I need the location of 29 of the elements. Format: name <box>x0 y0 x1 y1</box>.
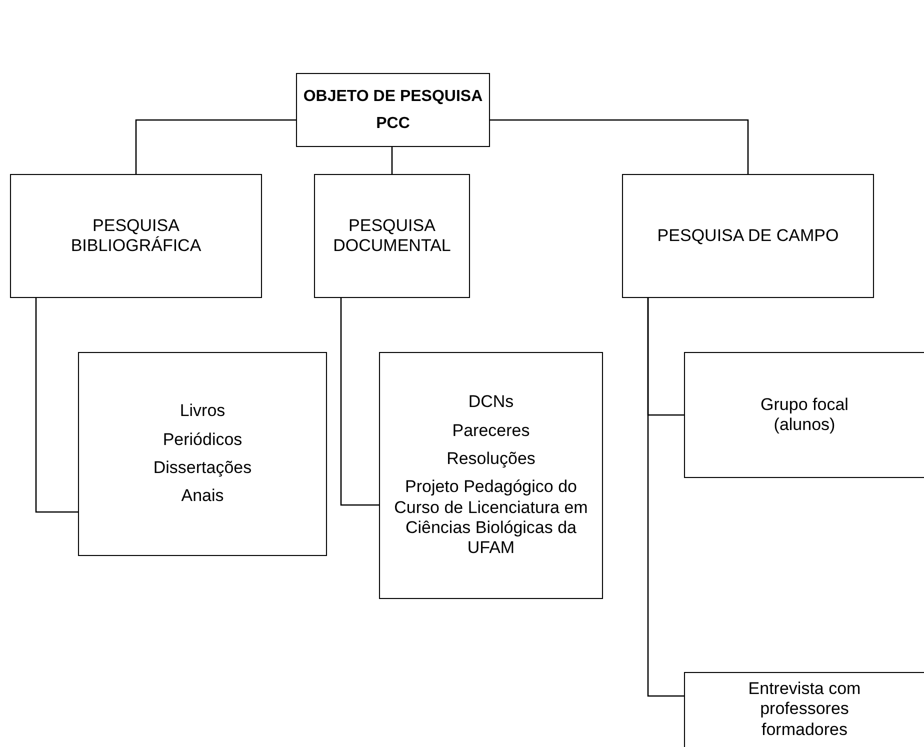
connector-line <box>647 298 684 697</box>
connector-line <box>490 119 749 174</box>
text-box <box>314 174 470 298</box>
text-box <box>78 352 327 556</box>
text-box <box>684 352 924 478</box>
node-text: OBJETO DE PESQUISA <box>303 86 483 106</box>
node-text: Anais <box>181 486 224 507</box>
node-text: PESQUISA DE CAMPO <box>657 226 839 246</box>
node-text: PCC <box>376 114 410 134</box>
connector-line <box>135 119 296 174</box>
node-text: Dissertações <box>153 458 252 478</box>
connector-line <box>340 298 379 506</box>
connector-line <box>391 147 393 174</box>
text-box <box>379 352 603 599</box>
node-text: DCNs <box>468 392 514 413</box>
node-text: Projeto Pedagógico do Curso de Licenciatura em Ciências Biológicas da UFAM <box>393 477 589 559</box>
node-text: Periódicos <box>162 430 242 450</box>
text-box <box>622 174 874 298</box>
connector-line <box>35 298 78 513</box>
node-text: PESQUISA BIBLIOGRÁFICA <box>70 216 202 256</box>
node-text: Livros <box>180 401 226 422</box>
node-text: Resoluções <box>446 448 536 470</box>
node-text: Pareceres <box>452 420 530 441</box>
text-box <box>10 174 262 298</box>
node-text: PESQUISA DOCUMENTAL <box>332 216 452 256</box>
text-box <box>684 672 924 747</box>
text-box <box>296 73 490 147</box>
node-text: Grupo focal (alunos) <box>760 394 850 436</box>
node-text: Entrevista com professores formadores <box>747 679 862 740</box>
